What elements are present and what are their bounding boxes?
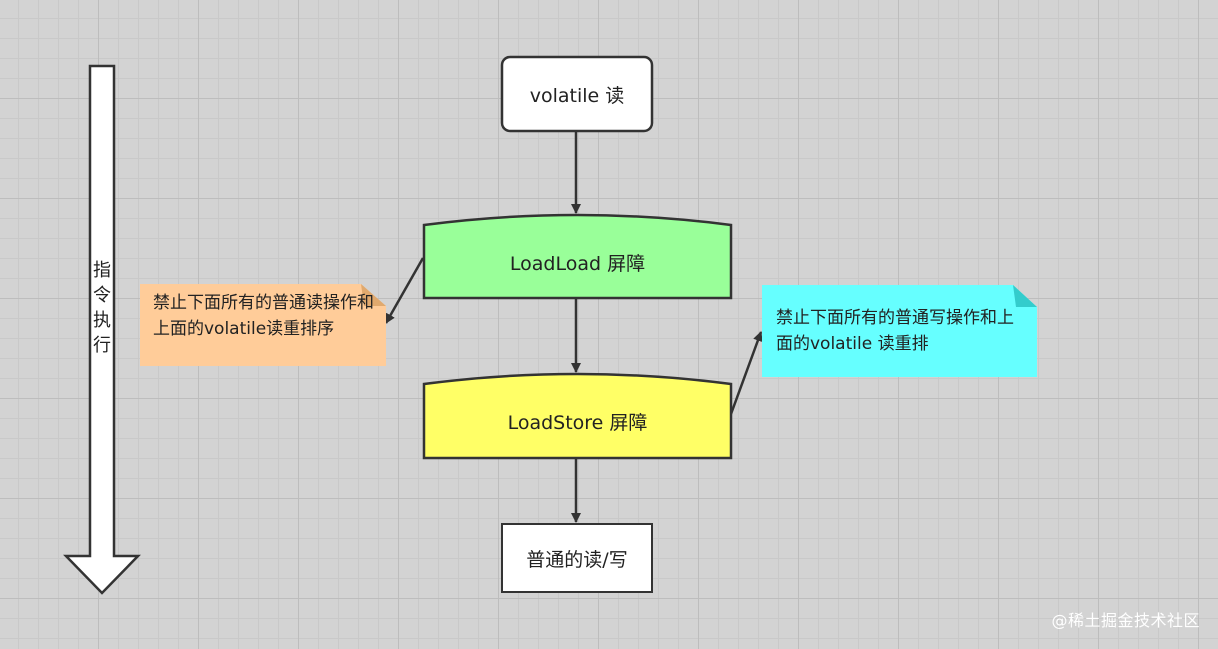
normal-rw-label: 普通的读/写 bbox=[526, 548, 628, 571]
watermark: @稀土掘金技术社区 bbox=[1051, 611, 1200, 630]
arrow-loadload-to-left-note bbox=[384, 257, 425, 324]
arrow-loadstore-to-right-note bbox=[729, 331, 763, 415]
loadstore-barrier-label: LoadStore 屏障 bbox=[507, 411, 648, 434]
execution-arrow-label: 指令执行 bbox=[93, 260, 111, 356]
right-note-fold bbox=[1013, 285, 1037, 307]
left-note-fold bbox=[361, 284, 386, 306]
execution-direction-arrow bbox=[63, 64, 141, 595]
loadload-barrier-label: LoadLoad 屏障 bbox=[509, 252, 646, 275]
right-note-text: 禁止下面所有的普通写操作和上面的volatile 读重排 bbox=[776, 308, 1014, 354]
volatile-read-node bbox=[500, 55, 654, 133]
loadload-barrier-node bbox=[422, 213, 733, 300]
left-note-text: 禁止下面所有的普通读操作和上面的volatile读重排序 bbox=[153, 293, 374, 339]
loadstore-barrier-node bbox=[422, 372, 733, 460]
left-note bbox=[140, 284, 386, 366]
volatile-read-label: volatile 读 bbox=[529, 84, 625, 107]
right-note bbox=[762, 285, 1037, 377]
normal-rw-node bbox=[501, 523, 653, 593]
